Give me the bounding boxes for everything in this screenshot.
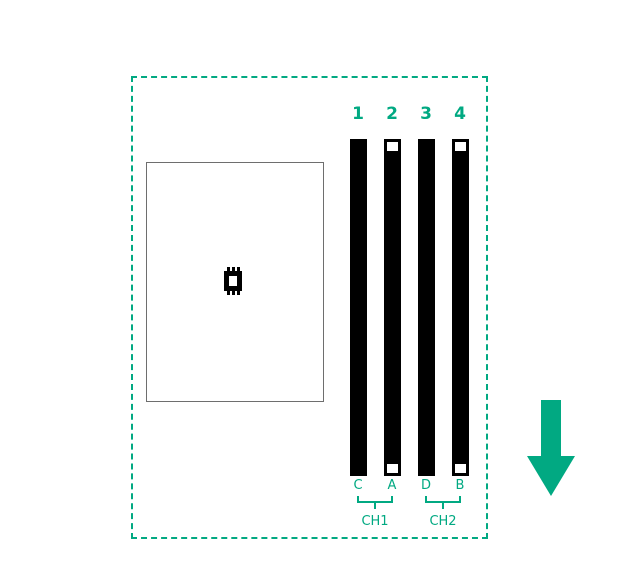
slot-channel-letter-4: B (455, 478, 465, 493)
slot-number-3: 3 (420, 104, 432, 124)
dimm-slot-3 (418, 139, 435, 476)
slot-latch-bottom (386, 463, 399, 474)
slot-number-2: 2 (386, 104, 398, 124)
channel-bracket-stem-ch1 (374, 503, 376, 509)
slot-latch-top (454, 141, 467, 152)
slot-channel-letter-3: D (420, 478, 431, 493)
channel-bracket-ch2 (425, 496, 461, 503)
channel-label-ch1: CH1 (361, 514, 389, 529)
processor-area (146, 162, 324, 402)
channel-bracket-stem-ch2 (442, 503, 444, 509)
airflow-arrow-down-icon (527, 400, 575, 496)
slot-channel-letter-2: A (387, 478, 397, 493)
dimm-slot-1 (350, 139, 367, 476)
slot-number-4: 4 (454, 104, 466, 124)
slot-channel-letter-1: C (353, 478, 363, 493)
slot-latch-top (386, 141, 399, 152)
channel-bracket-ch1 (357, 496, 393, 503)
system-board-outline (131, 76, 488, 539)
slot-number-1: 1 (352, 104, 364, 124)
dimm-slot-2 (384, 139, 401, 476)
dimm-slot-4 (452, 139, 469, 476)
channel-label-ch2: CH2 (429, 514, 457, 529)
processor-chip-icon (224, 267, 242, 295)
slot-latch-bottom (454, 463, 467, 474)
